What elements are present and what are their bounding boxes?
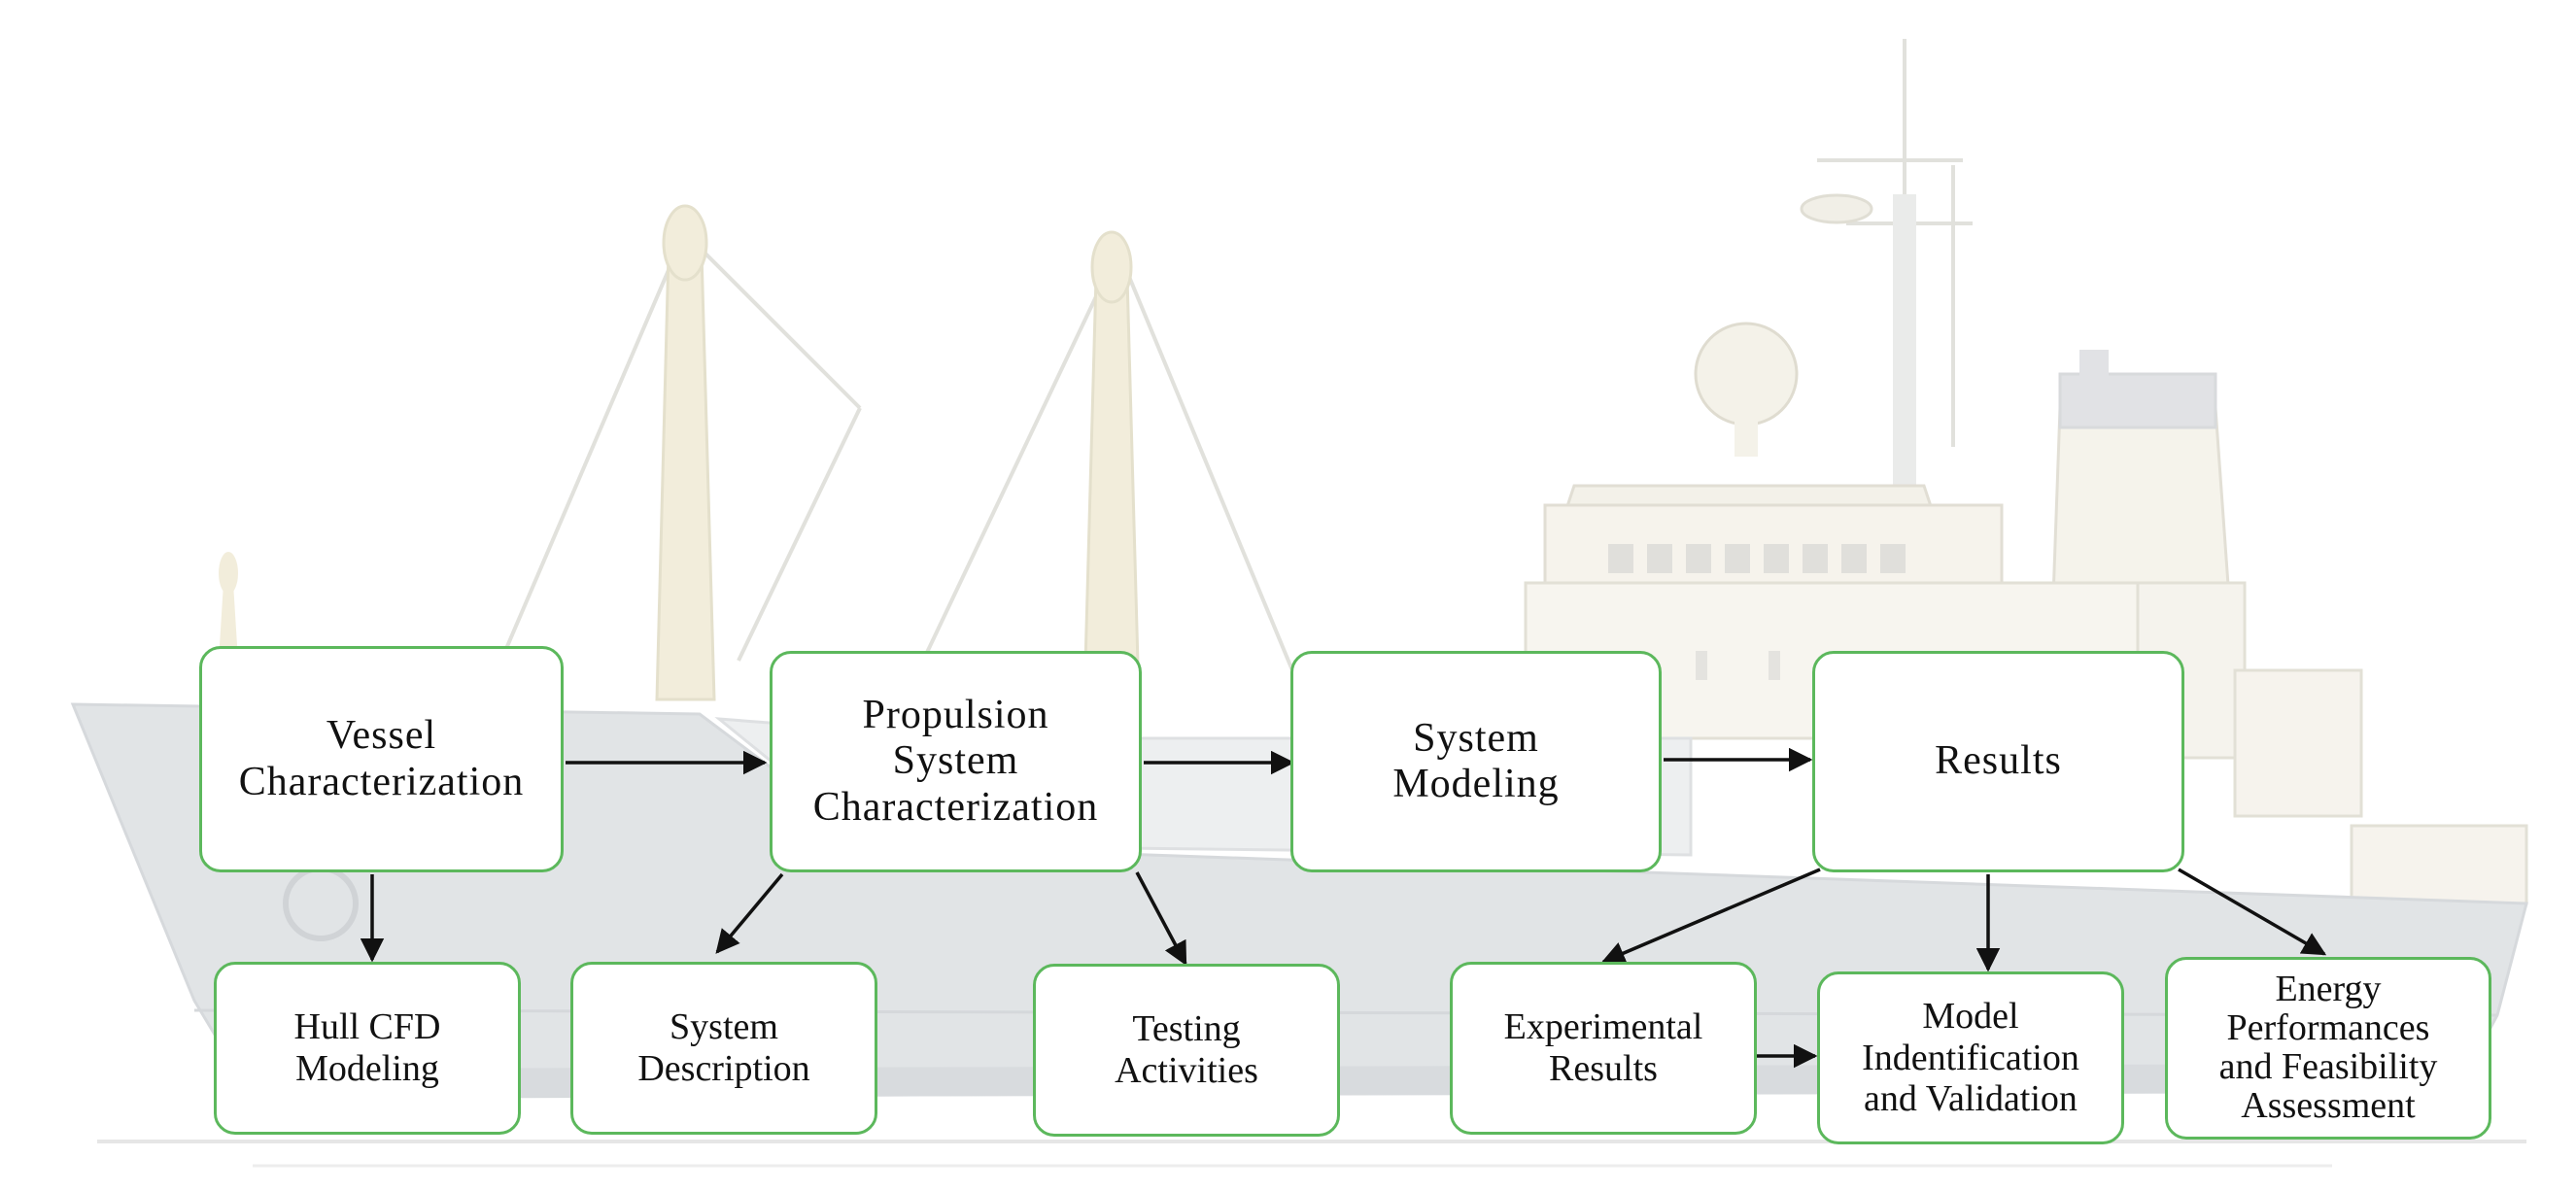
arrow-results-to-energy (2178, 868, 2327, 956)
system-modeling-label: System Modeling (1392, 715, 1560, 806)
vessel-characterization-box: Vessel Characterization (199, 646, 564, 872)
arrow-propulsion-to-testing (1135, 871, 1187, 967)
experimental-results-box: Experimental Results (1450, 962, 1757, 1135)
hull-cfd-modeling-box: Hull CFD Modeling (214, 962, 521, 1135)
model-identification-validation-box: Model Indentification and Validation (1817, 971, 2124, 1144)
arrow-propulsion-to-system-description (715, 872, 784, 954)
propulsion-system-characterization-label: Propulsion System Characterization (812, 693, 1099, 830)
vessel-characterization-label: Vessel Characterization (238, 713, 525, 804)
system-description-box: System Description (570, 962, 877, 1135)
energy-performances-feasibility-label: Energy Performances and Feasibility Asse… (2218, 969, 2438, 1126)
system-description-label: System Description (637, 1006, 810, 1089)
results-box: Results (1812, 651, 2184, 872)
arrow-results-to-experimental (1600, 868, 1821, 965)
propulsion-system-characterization-box: Propulsion System Characterization (770, 651, 1142, 872)
testing-activities-label: Testing Activities (1115, 1008, 1258, 1091)
testing-activities-box: Testing Activities (1033, 964, 1340, 1137)
model-identification-validation-label: Model Indentification and Validation (1862, 996, 2079, 1120)
system-modeling-box: System Modeling (1290, 651, 1662, 872)
energy-performances-feasibility-box: Energy Performances and Feasibility Asse… (2165, 957, 2491, 1140)
results-label: Results (1935, 738, 2062, 784)
experimental-results-label: Experimental Results (1503, 1006, 1703, 1089)
hull-cfd-modeling-label: Hull CFD Modeling (293, 1006, 441, 1089)
